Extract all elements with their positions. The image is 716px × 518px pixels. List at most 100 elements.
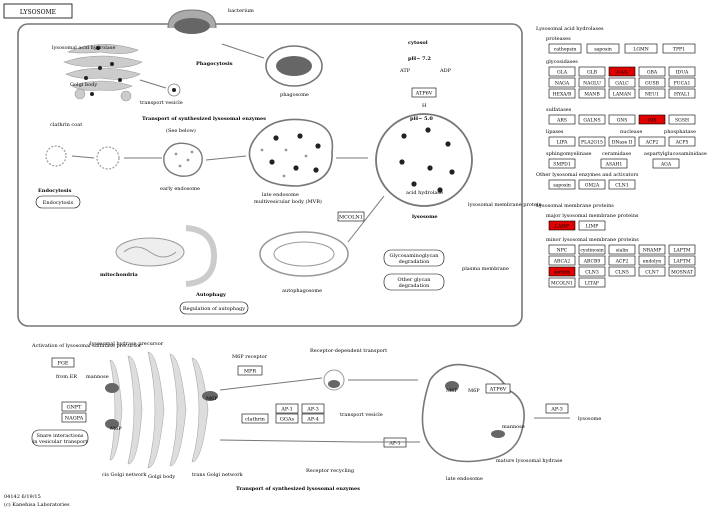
- gene-label: HEXA/B: [553, 92, 572, 98]
- gene-box-cln3[interactable]: CLN3: [578, 266, 606, 277]
- gene-box-cystinosin[interactable]: cystinosin: [578, 244, 606, 255]
- gene-label: LIMP: [586, 224, 599, 230]
- glycosaminoglycan-degradation-box[interactable]: Glycosaminoglycan degradation: [383, 249, 445, 267]
- svg-text:ATP6V: ATP6V: [489, 387, 507, 393]
- gene-box-gla[interactable]: GLA: [548, 66, 576, 77]
- gene-box-abca2[interactable]: ABCA2: [548, 255, 576, 266]
- bottom-section: Activation of lysosomal sulfatase precur…: [31, 341, 601, 492]
- transport-vesicle-bottom-label: transport vesicle: [340, 412, 383, 418]
- atp6v-bottom-box[interactable]: ATP6V: [485, 383, 511, 394]
- gene-box-cathepsin[interactable]: cathepsin: [548, 43, 582, 54]
- gene-label: SMPD1: [553, 162, 571, 168]
- gene-label: ABCB9: [583, 259, 601, 265]
- gene-box-lgmn[interactable]: LGMN: [624, 43, 658, 54]
- gene-box-cln5[interactable]: CLN5: [608, 266, 636, 277]
- gene-box-gba[interactable]: GBA: [638, 66, 666, 77]
- gene-box-acp5[interactable]: ACP5: [668, 136, 696, 147]
- autophagosome: [259, 231, 349, 277]
- gene-box-idua[interactable]: IDUA: [668, 66, 696, 77]
- gene-box-pla2g15[interactable]: PLA2G15: [578, 136, 606, 147]
- gene-box-asah1[interactable]: ASAH1: [600, 158, 628, 169]
- golgi-body-bottom-label: Golgi body: [148, 474, 175, 480]
- ap4-box[interactable]: AP-4: [301, 413, 325, 424]
- gnpt-box[interactable]: GNPT: [61, 401, 87, 412]
- ap3-box[interactable]: AP-3: [301, 403, 325, 414]
- gene-box-lipa[interactable]: LIPA: [548, 136, 576, 147]
- gene-box-litaf[interactable]: LITAF: [578, 277, 606, 288]
- precursor-label: lysosomal hydrase precursor: [90, 341, 164, 347]
- gene-box-gaa[interactable]: GAA: [608, 66, 636, 77]
- gene-box-nramp[interactable]: NRAMP: [638, 244, 666, 255]
- fge-box[interactable]: FGE: [51, 357, 75, 368]
- atp6v-top-box[interactable]: ATP6V: [411, 87, 437, 98]
- gene-box-endolyn[interactable]: endolyn: [638, 255, 666, 266]
- ap1-box[interactable]: AP-1: [275, 403, 299, 414]
- gene-label: MCOLN1: [551, 281, 573, 287]
- gene-label: NAGA: [555, 81, 570, 87]
- gene-box-naga[interactable]: NAGA: [548, 77, 576, 88]
- gene-box-gns[interactable]: GNS: [608, 114, 636, 125]
- gene-box-sialin[interactable]: sialin: [608, 244, 636, 255]
- ap3-right-box[interactable]: AP-3: [545, 403, 569, 414]
- gene-box-tpp1[interactable]: TPP1: [662, 43, 696, 54]
- svg-text:Snare interactions: Snare interactions: [37, 433, 84, 439]
- gene-box-galns[interactable]: GALNS: [578, 114, 606, 125]
- gene-box-dnase-ii[interactable]: DNase II: [608, 136, 636, 147]
- gene-box-neu1[interactable]: NEU1: [638, 88, 666, 99]
- sphingomyelinase-label: sphingomyelinase: [546, 151, 592, 157]
- mpr-box[interactable]: MPR: [237, 365, 263, 376]
- gene-box-ids[interactable]: IDS: [638, 114, 666, 125]
- gene-label: GBA: [647, 70, 658, 76]
- hydrolases-heading: Lysosomal acid hydrolases: [536, 26, 604, 32]
- gene-box-glb[interactable]: GLB: [578, 66, 606, 77]
- gene-box-acp2[interactable]: ACP2: [638, 136, 666, 147]
- gene-label: LAMAN: [613, 92, 631, 98]
- gene-box-galc[interactable]: GALC: [608, 77, 636, 88]
- clathrin-box[interactable]: clathrin: [241, 413, 269, 424]
- gene-label: LAPTM: [673, 248, 691, 254]
- golgi-stack-bottom: [109, 351, 209, 469]
- gene-label: ACP5: [675, 140, 689, 146]
- gene-label: PLA2G15: [581, 140, 603, 146]
- gene-box-gusb[interactable]: GUSB: [638, 77, 666, 88]
- gene-box-sortilin[interactable]: sortilin: [548, 266, 576, 277]
- gene-box-mosnat[interactable]: MOSNAT: [668, 266, 696, 277]
- gene-box-mcoln1[interactable]: MCOLN1: [548, 277, 576, 288]
- gene-box-abcb9[interactable]: ABCB9: [578, 255, 606, 266]
- transport-vesicle-label: transport vesicle: [140, 100, 183, 106]
- gene-box-laman[interactable]: LAMAN: [608, 88, 636, 99]
- gene-box-manb[interactable]: MANB: [578, 88, 606, 99]
- gene-box-laptm[interactable]: LAPTM: [668, 255, 696, 266]
- gene-box-laptm[interactable]: LAPTM: [668, 244, 696, 255]
- gene-box-saposin[interactable]: saposin: [586, 43, 620, 54]
- gene-box-smpd1[interactable]: SMPD1: [548, 158, 576, 169]
- mcoln1-box[interactable]: MCOLN1: [337, 211, 365, 222]
- gene-box-ars[interactable]: ARS: [548, 114, 576, 125]
- nagpa-box[interactable]: NAGPA: [61, 412, 87, 423]
- gene-box-hyal1[interactable]: HYAL1: [668, 88, 696, 99]
- gene-label: ABCA2: [553, 259, 571, 265]
- regulation-autophagy-box[interactable]: Regulation of autophagy: [179, 301, 249, 315]
- gene-box-lamp[interactable]: LAMP: [548, 220, 576, 231]
- gene-box-limp[interactable]: LIMP: [578, 220, 606, 231]
- gene-box-fuca1[interactable]: FUCA1: [668, 77, 696, 88]
- gene-box-acp2[interactable]: ACP2: [608, 255, 636, 266]
- adp-label: ADP: [439, 68, 452, 74]
- gene-box-saposin[interactable]: saposin: [548, 179, 576, 190]
- gene-box-gm2a[interactable]: GM2A: [578, 179, 606, 190]
- gene-label: saposin: [594, 47, 612, 53]
- gene-box-sgsh[interactable]: SGSH: [668, 114, 696, 125]
- gene-box-npc[interactable]: NPC: [548, 244, 576, 255]
- ggas-box[interactable]: GGAs: [275, 413, 299, 424]
- other-glycan-degradation-box[interactable]: Other glycan degradation: [383, 273, 445, 291]
- endocytosis-map-box[interactable]: Endocytosis: [35, 195, 81, 209]
- gene-box-aga[interactable]: AGA: [652, 158, 680, 169]
- gene-box-naglu[interactable]: NAGLU: [578, 77, 606, 88]
- gene-box-cln7[interactable]: CLN7: [638, 266, 666, 277]
- gene-box-hexa-b[interactable]: HEXA/B: [548, 88, 576, 99]
- bottom-section-title: Transport of synthesized lysosomal enzym…: [236, 486, 360, 492]
- gene-box-cln1[interactable]: CLN1: [608, 179, 636, 190]
- svg-text:degradation: degradation: [399, 283, 431, 289]
